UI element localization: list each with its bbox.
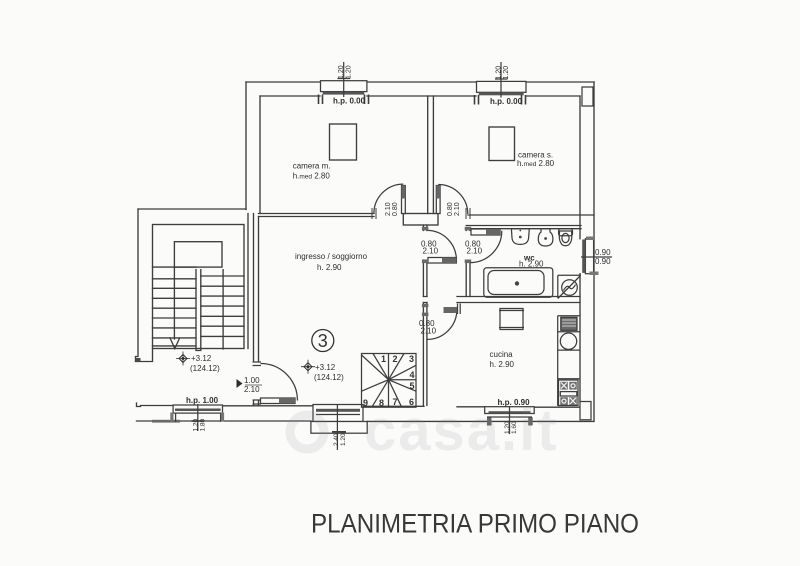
svg-text:(124.12): (124.12) <box>190 364 220 373</box>
svg-text:h.p. 0.00: h.p. 0.00 <box>333 97 366 106</box>
svg-text:3: 3 <box>409 354 414 364</box>
svg-text:2.10: 2.10 <box>385 202 392 216</box>
svg-text:9: 9 <box>363 398 368 408</box>
svg-text:ingresso / soggiorno: ingresso / soggiorno <box>295 252 368 261</box>
svg-text:0.80: 0.80 <box>421 240 437 249</box>
svg-text:wc: wc <box>523 254 535 263</box>
svg-text:h.p. 1.00: h.p. 1.00 <box>186 396 219 405</box>
svg-text:casa.it: casa.it <box>364 398 559 463</box>
svg-text:1.20: 1.20 <box>503 66 510 80</box>
svg-text:0.80: 0.80 <box>392 202 399 216</box>
svg-text:2: 2 <box>392 354 397 364</box>
svg-text:1.20: 1.20 <box>504 421 511 434</box>
svg-text:1.20: 1.20 <box>496 66 503 80</box>
svg-text:2.40: 2.40 <box>333 433 340 446</box>
svg-text:1.20: 1.20 <box>346 65 353 79</box>
svg-text:3: 3 <box>318 331 328 351</box>
svg-text:+3.12: +3.12 <box>191 354 212 363</box>
svg-text:1: 1 <box>381 354 386 364</box>
svg-text:1.60: 1.60 <box>511 421 518 434</box>
svg-text:2.10: 2.10 <box>467 247 483 256</box>
svg-text:camera m.: camera m. <box>293 162 331 171</box>
svg-text:8: 8 <box>379 398 384 408</box>
svg-text:2.10: 2.10 <box>423 247 439 256</box>
svg-text:2.10: 2.10 <box>454 202 461 216</box>
svg-text:PLANIMETRIA PRIMO PIANO: PLANIMETRIA PRIMO PIANO <box>311 509 639 539</box>
svg-text:0.80: 0.80 <box>419 319 435 328</box>
svg-text:1.80: 1.80 <box>200 418 207 431</box>
svg-text:h.p. 0.00: h.p. 0.00 <box>490 97 523 106</box>
svg-text:h. 2.90: h. 2.90 <box>317 263 342 272</box>
svg-text:2.10: 2.10 <box>421 327 437 336</box>
svg-text:7: 7 <box>392 397 397 407</box>
svg-text:0.80: 0.80 <box>447 202 454 216</box>
svg-text:h.p. 0.90: h.p. 0.90 <box>498 398 531 407</box>
svg-text:camera s.: camera s. <box>518 150 553 159</box>
svg-text:cucina: cucina <box>490 350 514 359</box>
svg-text:h. 2.90: h. 2.90 <box>490 360 515 369</box>
svg-text:h. 2.90: h. 2.90 <box>519 260 544 269</box>
svg-text:1.20: 1.20 <box>193 418 200 431</box>
svg-text:0.90: 0.90 <box>595 257 611 266</box>
svg-text:+3.12: +3.12 <box>315 363 336 372</box>
svg-text:2.10: 2.10 <box>244 385 260 394</box>
svg-text:0.90: 0.90 <box>595 248 611 257</box>
svg-text:h.med 2.80: h.med 2.80 <box>293 172 331 181</box>
svg-text:5: 5 <box>409 381 414 391</box>
svg-text:1.20: 1.20 <box>340 433 347 446</box>
svg-text:0.80: 0.80 <box>465 240 481 249</box>
svg-text:4: 4 <box>409 370 414 380</box>
svg-text:6: 6 <box>409 397 414 407</box>
svg-text:1.00: 1.00 <box>244 376 260 385</box>
svg-text:h.med 2.80: h.med 2.80 <box>517 159 555 168</box>
svg-text:(124.12): (124.12) <box>314 373 344 382</box>
svg-text:1.20: 1.20 <box>338 65 345 79</box>
